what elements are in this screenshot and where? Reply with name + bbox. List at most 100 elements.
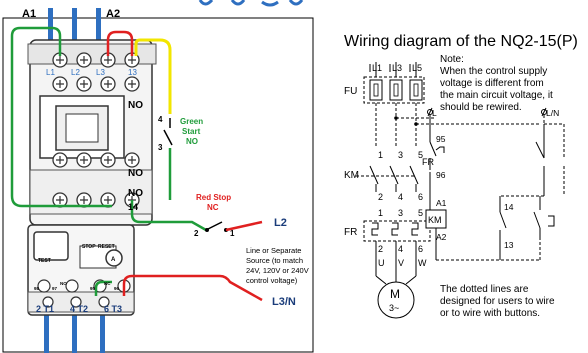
- screw-slot: [128, 56, 136, 64]
- ol-small-97: 97: [52, 286, 58, 291]
- coil-label: KM: [428, 215, 442, 225]
- overload-screw: [65, 279, 79, 293]
- red-wire-top: [106, 30, 134, 56]
- km-bot-4: 4: [398, 192, 403, 202]
- screw-slot: [104, 196, 112, 204]
- start-pin-4: 4: [158, 115, 163, 124]
- dotted-note-1: The dotted lines are: [440, 284, 529, 295]
- dotted-note-3: or to wire with buttons.: [440, 308, 540, 319]
- left-panel: [2, 8, 314, 353]
- blue-bar: [48, 8, 53, 68]
- ol-small-96: 96: [114, 286, 120, 291]
- bottom-terminal-t3: 6 T3: [104, 304, 122, 314]
- screw-slot: [128, 80, 136, 88]
- top-cropped-title: [185, 0, 345, 9]
- right-panel: Wiring diagram of the NQ2-15(P) L 1 L3 L5…: [344, 33, 578, 319]
- fr-group: [363, 220, 431, 242]
- km-bot-6: 6: [418, 192, 423, 202]
- stop-label-1: Red Stop: [196, 193, 231, 202]
- screw-slot: [56, 196, 64, 204]
- control-wires: [10, 26, 263, 302]
- terminal-screws: [37, 52, 140, 308]
- km-bot-2: 2: [378, 192, 383, 202]
- ol-small-95: 95: [90, 286, 96, 291]
- fr-top-1: 1: [378, 208, 383, 218]
- screw-slot: [80, 80, 88, 88]
- label-km: KM: [344, 170, 359, 181]
- label-l3n: L3/N: [272, 296, 296, 308]
- green-wire: [10, 26, 112, 208]
- ol-small-no: NO: [60, 281, 67, 286]
- aux-14: 14: [504, 202, 514, 212]
- note-line-4: the main circuit voltage, it: [440, 90, 553, 101]
- stop-pin-1: 1: [230, 229, 235, 238]
- reset-dial: [105, 249, 123, 267]
- yellow-wire: [134, 38, 172, 114]
- fr-bot-4: 4: [398, 244, 403, 254]
- fr-top-3: 3: [398, 208, 403, 218]
- label-a2: A2: [106, 8, 120, 20]
- diagram-title: Wiring diagram of the NQ2-15(P): [344, 33, 578, 50]
- note-line-2: When the control supply: [440, 66, 547, 77]
- green-wire-stop: [130, 200, 207, 232]
- screw-slot: [80, 156, 88, 164]
- motor-phase: 3~: [389, 303, 399, 313]
- control-ln: L/N: [546, 108, 559, 118]
- fr-top-5: 5: [418, 208, 423, 218]
- label-terminal-14: 14: [128, 202, 138, 212]
- red-wire-l3n: [122, 274, 263, 302]
- label-terminal-l1: L1: [46, 68, 55, 77]
- bottom-terminal-t1: 2 T1: [36, 304, 54, 314]
- blue-bar: [72, 310, 77, 353]
- screw-slot: [80, 56, 88, 64]
- km-top-3: 3: [398, 150, 403, 160]
- out-v: V: [398, 258, 404, 268]
- label-a: A: [111, 257, 116, 263]
- phase-l5: L5: [412, 63, 422, 73]
- screw-slot: [56, 80, 64, 88]
- screw-slot: [56, 156, 64, 164]
- km-top-1: 1: [378, 150, 383, 160]
- motor-symbol: [377, 281, 415, 319]
- source-note-2: Source (to match: [246, 256, 303, 265]
- label-terminal-l2: L2: [71, 68, 80, 77]
- red-wire-l2: [225, 220, 263, 232]
- stop-label-2: NC: [207, 203, 219, 212]
- screw-slot: [56, 56, 64, 64]
- label-fu: FU: [344, 86, 357, 97]
- label-test: TEST: [38, 258, 51, 264]
- start-label-1: Green: [180, 117, 203, 126]
- label-fr-aux: FR: [422, 157, 434, 167]
- control-l: L: [432, 108, 437, 118]
- stop-pin-2: 2: [194, 229, 199, 238]
- screw-slot: [128, 156, 136, 164]
- label-a1: A1: [22, 8, 36, 20]
- blue-bar: [72, 8, 77, 68]
- bottom-terminal-t2: 4 T2: [70, 304, 88, 314]
- note-line-5: should be rewired.: [440, 102, 522, 113]
- phase-l3: L3: [392, 63, 402, 73]
- screw-slot: [104, 156, 112, 164]
- km-top-5: 5: [418, 150, 423, 160]
- ol-small-98: 98: [34, 286, 40, 291]
- fr-bot-6: 6: [418, 244, 423, 254]
- blue-bar: [96, 8, 101, 68]
- label-no-mid: NO: [128, 168, 143, 179]
- fr-bot-2: 2: [378, 244, 383, 254]
- label-no-low: NO: [128, 188, 143, 199]
- out-u: U: [378, 258, 385, 268]
- left-labels: A1 A2 L1 L2 L3 13 NO NO NO 14 Green Star…: [22, 8, 309, 314]
- screw-slot: [104, 56, 112, 64]
- coil-a1: A1: [436, 198, 447, 208]
- start-label-3: NO: [186, 137, 198, 146]
- source-note-1: Line or Separate: [246, 246, 301, 255]
- note-line-1: Note:: [440, 54, 464, 65]
- note-line-3: voltage is different from: [440, 78, 544, 89]
- start-pin-3: 3: [158, 143, 163, 152]
- screw-slot: [80, 196, 88, 204]
- dotted-note-2: designed for users to wire: [440, 296, 555, 307]
- overload-screw: [37, 279, 51, 293]
- label-stop: STOP: [82, 244, 96, 250]
